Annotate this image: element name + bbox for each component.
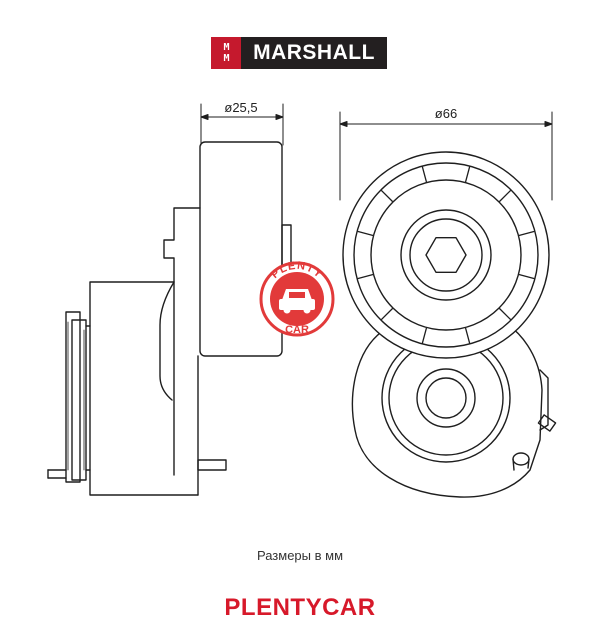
side-view xyxy=(47,141,292,496)
pulley-rib xyxy=(381,308,393,320)
main-pulley-outer xyxy=(342,151,550,359)
main-pulley-bearing-inner xyxy=(409,218,483,292)
pulley-rib xyxy=(421,166,427,183)
pulley-rib xyxy=(381,190,393,202)
side-arm xyxy=(159,281,175,401)
pulley-rib xyxy=(499,308,511,320)
pulley-rib xyxy=(357,230,374,236)
pulley-rib xyxy=(465,166,471,183)
pulley-rib xyxy=(465,327,471,344)
pulley-rib xyxy=(421,327,427,344)
main-pulley-ribs xyxy=(357,166,535,344)
pulley-rib xyxy=(499,190,511,202)
tensioner-stop xyxy=(512,452,530,466)
brand-logo-mark: M M xyxy=(211,37,241,69)
side-base-plate xyxy=(65,311,81,483)
watermark-bottom-text: CAR xyxy=(285,324,309,336)
main-pulley-flange xyxy=(353,162,539,348)
pulley-rib xyxy=(357,274,374,280)
main-pulley-bearing-outer xyxy=(400,209,492,301)
footer-brand: PLENTYCAR xyxy=(224,594,376,621)
tensioner-body xyxy=(351,319,543,498)
brand-logo: M M MARSHALL xyxy=(211,37,387,69)
main-pulley-hex-bolt xyxy=(425,236,467,273)
logo-mark-bottom: M xyxy=(223,53,229,64)
car-icon xyxy=(279,289,315,314)
side-bracket xyxy=(89,207,201,496)
side-shaft xyxy=(197,459,227,471)
watermark-stamp: PLENTY CAR xyxy=(259,260,335,337)
dimension-right-label: ø66 xyxy=(435,106,457,121)
lower-pulley-bearing xyxy=(416,368,476,428)
pulley-rib xyxy=(518,230,535,236)
brand-logo-text: MARSHALL xyxy=(241,37,387,69)
dimension-left xyxy=(200,103,284,146)
side-base-plate-inner xyxy=(71,319,87,481)
dimension-left-label: ø25,5 xyxy=(224,100,257,115)
logo-mark-top: M xyxy=(223,42,229,53)
tensioner-tab xyxy=(537,414,557,432)
main-pulley-rim xyxy=(370,179,522,331)
dimensions-caption: Размеры в мм xyxy=(256,548,344,563)
pulley-rib xyxy=(518,274,535,280)
front-view xyxy=(342,151,557,498)
lower-pulley-hole xyxy=(425,377,467,419)
dimension-right xyxy=(339,111,553,201)
